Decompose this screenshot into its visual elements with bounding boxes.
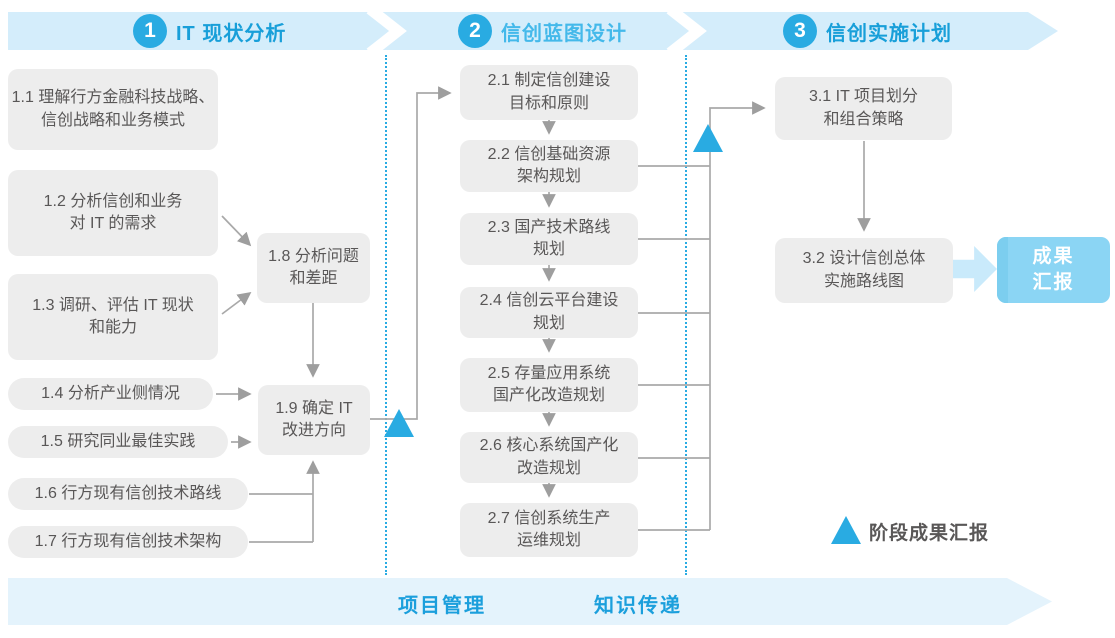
box-text: 运维规划: [516, 532, 581, 549]
result-report-box: 成果 汇报: [997, 237, 1110, 303]
box-text: 1.9 确定 IT: [275, 399, 353, 417]
box-text: 和差距: [289, 270, 338, 287]
milestone-triangle-phase2: [693, 124, 723, 152]
box-text: 改进方向: [281, 422, 346, 439]
box-text: 架构规划: [516, 168, 581, 185]
box-text: 1.8 分析问题: [268, 247, 359, 265]
box-text: 规划: [532, 314, 565, 332]
box-2-6: 2.6 核心系统国产化 改造规划: [460, 432, 638, 483]
box-1-2: 1.2 分析信创和业务 对 IT 的需求: [8, 170, 218, 256]
box-text: 改造规划: [516, 459, 581, 477]
box-2-2: 2.2 信创基础资源 架构规划: [460, 140, 638, 192]
box-2-1: 2.1 制定信创建设 目标和原则: [460, 65, 638, 120]
box-text: 1.3 调研、评估 IT 现状: [32, 296, 194, 314]
phase-2-header: 2 信创蓝图设计: [458, 12, 627, 50]
box-text: 国产化改造规划: [492, 387, 605, 404]
legend-label: 阶段成果汇报: [869, 523, 990, 544]
box-2-3: 2.3 国产技术路线 规划: [460, 213, 638, 265]
phase-3-header: 3 信创实施计划: [783, 12, 952, 50]
box-text: 2.7 信创系统生产: [487, 509, 611, 527]
bottom-label-knowledge-transfer: 知识传递: [594, 595, 682, 617]
box-text: 1.4 分析产业侧情况: [41, 384, 180, 402]
phase-1-header: 1 IT 现状分析: [133, 12, 286, 50]
box-text: 2.3 国产技术路线: [487, 218, 611, 236]
box-text: 1.1 理解行方金融科技战略、: [11, 89, 215, 107]
phase-divider-2: [685, 55, 687, 575]
box-1-5: 1.5 研究同业最佳实践: [8, 426, 228, 458]
box-text: 1.2 分析信创和业务: [43, 192, 183, 210]
box-1-6: 1.6 行方现有信创技术路线: [8, 478, 248, 510]
box-text: 规划: [532, 241, 565, 258]
phase-2-title: 信创蓝图设计: [501, 22, 627, 45]
box-text: 2.6 核心系统国产化: [479, 437, 619, 455]
result-text: 汇报: [1032, 272, 1075, 293]
phase-1-title: IT 现状分析: [176, 22, 287, 45]
box-text: 实施路线图: [823, 272, 904, 290]
box-text: 2.4 信创云平台建设: [479, 292, 619, 310]
phase-divider-1: [385, 55, 387, 575]
box-text: 3.1 IT 项目划分: [808, 88, 919, 106]
phase-3-title: 信创实施计划: [826, 22, 952, 45]
box-3-1: 3.1 IT 项目划分 和组合策略: [775, 77, 952, 140]
milestone-triangle-phase1: [384, 409, 414, 437]
phase-3-number-badge: 3: [783, 14, 817, 48]
phase-band: [8, 12, 1058, 50]
phase-2-number-badge: 2: [458, 14, 492, 48]
box-text: 2.1 制定信创建设: [487, 72, 611, 90]
box-1-9: 1.9 确定 IT 改进方向: [258, 385, 370, 455]
box-text: 和组合策略: [823, 110, 904, 128]
box-1-1: 1.1 理解行方金融科技战略、 信创战略和业务模式: [8, 69, 218, 150]
box-text: 3.2 设计信创总体: [802, 250, 926, 268]
box-2-7: 2.7 信创系统生产 运维规划: [460, 503, 638, 557]
box-2-4: 2.4 信创云平台建设 规划: [460, 287, 638, 338]
result-box-strip: [997, 237, 1008, 303]
box-text: 2.2 信创基础资源: [487, 145, 611, 163]
box-text: 1.5 研究同业最佳实践: [40, 432, 196, 450]
box-text: 信创战略和业务模式: [40, 111, 185, 129]
box-3-2: 3.2 设计信创总体 实施路线图: [775, 238, 953, 303]
box-text: 2.5 存量应用系统: [487, 364, 611, 382]
box-2-5: 2.5 存量应用系统 国产化改造规划: [460, 358, 638, 412]
chevron-separators: [8, 12, 1058, 50]
box-text: 对 IT 的需求: [69, 215, 157, 232]
box-text: 目标和原则: [508, 94, 589, 112]
phase-1-number-badge: 1: [133, 14, 167, 48]
bottom-label-project-management: 项目管理: [398, 595, 486, 617]
box-text: 1.7 行方现有信创技术架构: [34, 532, 222, 550]
box-text: 和能力: [88, 319, 137, 336]
box-text: 1.6 行方现有信创技术路线: [34, 484, 222, 502]
legend-triangle-icon: [831, 516, 861, 544]
bottom-band: [8, 578, 1052, 625]
box-1-7: 1.7 行方现有信创技术架构: [8, 526, 248, 558]
box-1-4: 1.4 分析产业侧情况: [8, 378, 213, 410]
result-text: 成果: [1032, 246, 1075, 268]
box-1-8: 1.8 分析问题 和差距: [257, 233, 370, 303]
box-1-3: 1.3 调研、评估 IT 现状 和能力: [8, 274, 218, 360]
